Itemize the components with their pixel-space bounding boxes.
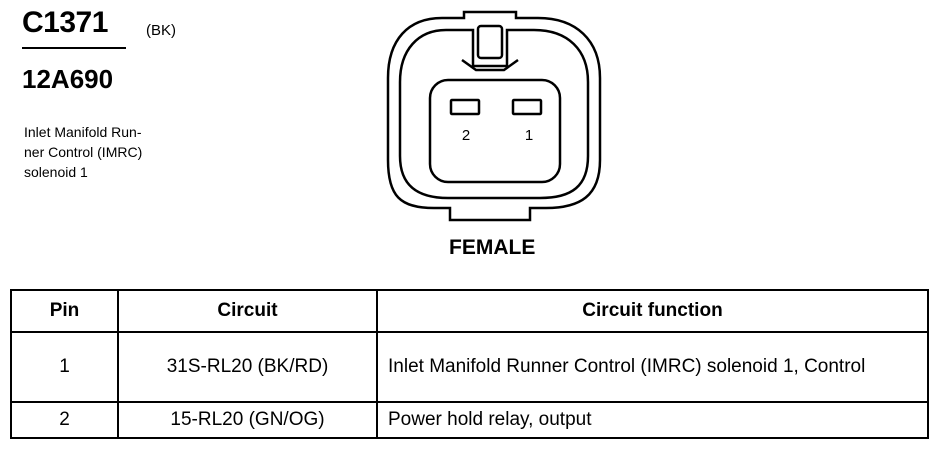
component-description: Inlet Manifold Run- ner Control (IMRC) s… [24,122,194,182]
description-line: ner Control (IMRC) [24,144,143,160]
latch-tab [476,24,504,60]
connector-id: C1371 [22,6,108,39]
header-pin: Pin [10,289,119,333]
cell-circuit: 15-RL20 (GN/OG) [117,401,378,439]
cell-circuit-function: Inlet Manifold Runner Control (IMRC) sol… [376,331,929,403]
latch-base [461,58,519,72]
description-line: solenoid 1 [24,164,88,180]
cell-circuit-function: Power hold relay, output [376,401,929,439]
connector-gender-label: FEMALE [449,236,536,259]
table-header-row: Pin Circuit Circuit function [10,289,929,333]
header-circuit: Circuit [117,289,378,333]
table-row: 2 15-RL20 (GN/OG) Power hold relay, outp… [10,401,929,439]
table-row: 1 31S-RL20 (BK/RD) Inlet Manifold Runner… [10,331,929,403]
pin-label-2: 2 [462,127,470,144]
cell-circuit: 31S-RL20 (BK/RD) [117,331,378,403]
color-code: (BK) [146,22,176,39]
pin-table: Pin Circuit Circuit function 1 31S-RL20 … [10,289,929,439]
terminal-pin-1 [511,98,543,116]
title-divider [22,47,126,49]
cell-pin: 2 [10,401,119,439]
pin-cavity [428,78,562,184]
pin-label-1: 1 [525,127,533,144]
cell-pin: 1 [10,331,119,403]
part-number: 12A690 [22,64,114,94]
description-line: Inlet Manifold Run- [24,124,142,140]
terminal-pin-2 [449,98,481,116]
header-circuit-function: Circuit function [376,289,929,333]
connector-outer-shell [386,10,602,222]
connector-inner-shell [398,28,590,200]
connector-face-diagram: 2 1 [386,10,602,222]
